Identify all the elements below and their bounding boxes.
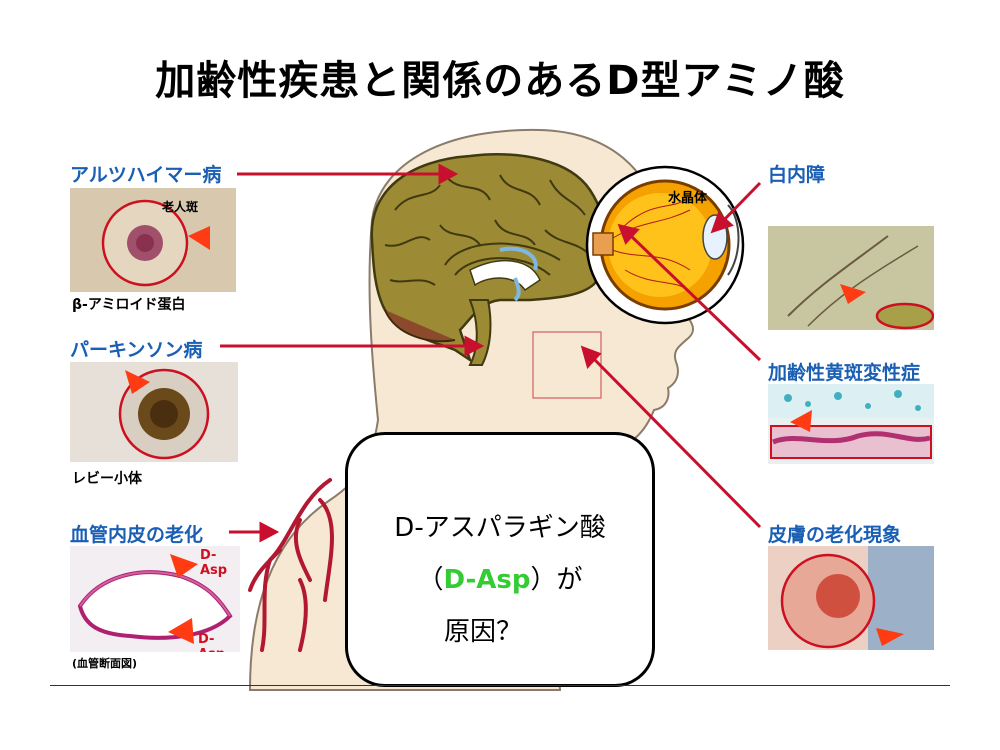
label-parkinson: パーキンソン病 bbox=[70, 339, 203, 361]
parkinson-image bbox=[70, 362, 238, 462]
dasp-tag-top: D-Asp bbox=[200, 548, 228, 578]
callout-line1: D-アスパラギン酸 bbox=[394, 513, 606, 543]
dasp-callout: D-アスパラギン酸 （D-Asp）が 原因？ bbox=[345, 432, 655, 687]
blood-vessels bbox=[248, 478, 334, 652]
page-title: 加齢性疾患と関係のあるD型アミノ酸 bbox=[155, 58, 845, 104]
label-vascular: 血管内皮の老化 bbox=[70, 524, 204, 546]
cataract-image bbox=[768, 226, 934, 330]
label-skin: 皮膚の老化現象 bbox=[768, 524, 902, 546]
dasp-tag-bottom: D-Asp bbox=[198, 632, 225, 652]
footer-rule bbox=[50, 685, 950, 686]
vascular-image: D-Asp D-Asp bbox=[70, 546, 240, 652]
dasp-abbr: D-Asp bbox=[443, 565, 531, 595]
senile-plaque-tag: 老人斑 bbox=[162, 200, 199, 214]
label-macular: 加齢性黄斑変性症 bbox=[768, 362, 921, 384]
lens-label: 水晶体 bbox=[668, 191, 708, 206]
caption-vessel-section: (血管断面図) bbox=[72, 657, 138, 670]
skin-image bbox=[768, 546, 934, 650]
macular-image bbox=[768, 384, 934, 464]
caption-amyloid: β-アミロイド蛋白 bbox=[72, 297, 186, 313]
label-cataract: 白内障 bbox=[768, 164, 826, 186]
alzheimer-image: 老人斑 bbox=[70, 188, 236, 292]
label-alzheimer: アルツハイマー病 bbox=[70, 164, 222, 186]
callout-line3: 原因？ bbox=[444, 617, 523, 647]
caption-lewy: レビー小体 bbox=[72, 471, 142, 487]
callout-line2: （D-Asp）が bbox=[417, 565, 583, 595]
